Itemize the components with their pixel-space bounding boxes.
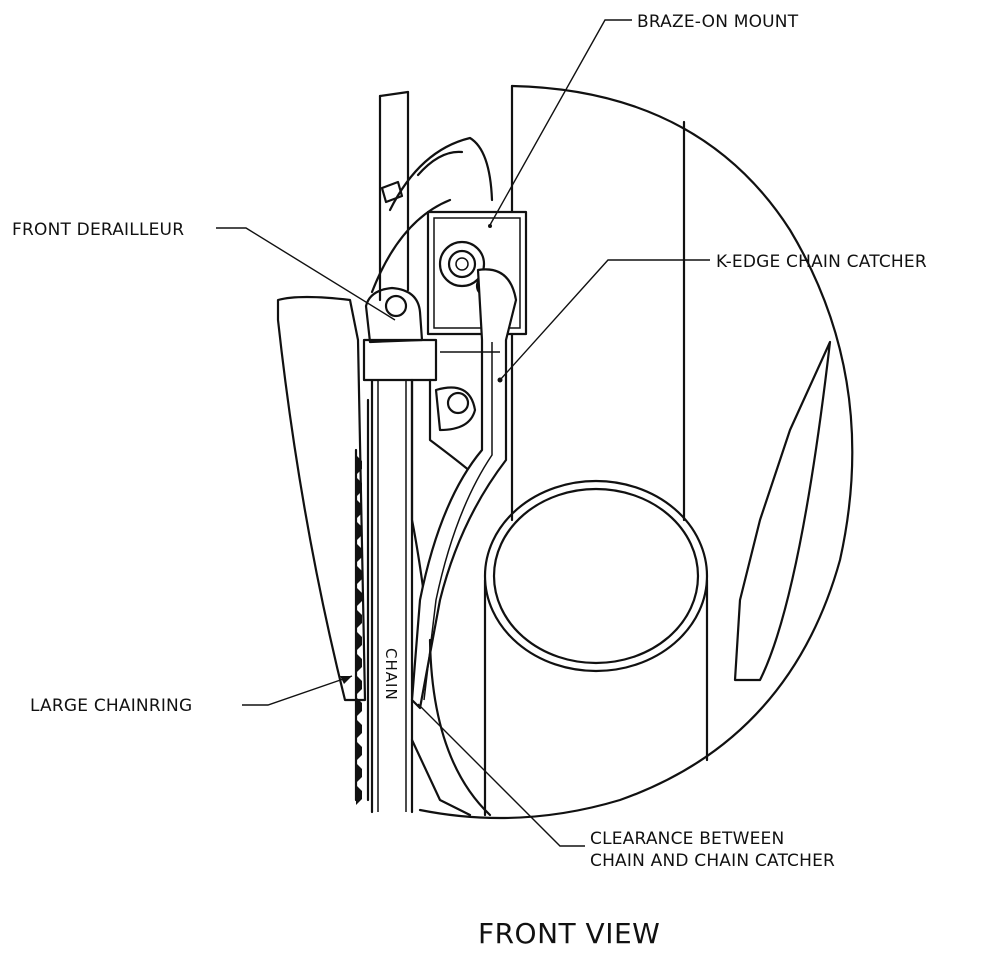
label-clearance-line2: CHAIN AND CHAIN CATCHER <box>590 851 835 871</box>
chainring-tooth <box>356 719 362 739</box>
chainring-tooth <box>356 741 362 761</box>
chainring-tooth <box>356 763 362 783</box>
label-k-edge-chain-catcher: K-EDGE CHAIN CATCHER <box>716 252 927 272</box>
label-clearance-line1: CLEARANCE BETWEEN <box>590 829 784 849</box>
chain-label: CHAIN <box>382 648 400 701</box>
lower-frame-curve <box>428 638 492 817</box>
tapered-panel-right <box>733 340 832 682</box>
label-front-derailleur: FRONT DERAILLEUR <box>12 220 184 240</box>
chainring-tooth <box>356 785 362 805</box>
chainring-tooth <box>356 499 362 519</box>
frame-left-tube <box>378 90 410 302</box>
front-derailleur <box>362 136 494 642</box>
seat-tube <box>510 84 686 522</box>
leader-clearance <box>417 703 585 847</box>
chainring-tooth <box>356 543 362 563</box>
down-tube <box>483 479 709 817</box>
k-edge-chain-catcher <box>410 268 518 710</box>
chainring-tooth <box>356 653 362 673</box>
chainring-tooth <box>356 631 362 651</box>
detail-circle-outline <box>418 84 854 820</box>
chainring-tooth <box>356 477 362 497</box>
leader-large-chainring <box>242 675 353 706</box>
chainring-tooth <box>356 455 362 475</box>
label-large-chainring: LARGE CHAINRING <box>30 696 192 716</box>
large-chainring <box>354 398 370 805</box>
chainring-tooth <box>356 675 362 695</box>
chainring-tooth <box>356 609 362 629</box>
label-braze-on-mount: BRAZE-ON MOUNT <box>637 12 799 32</box>
lower-frame-curve-2 <box>410 738 472 817</box>
chain <box>370 378 414 814</box>
chainring-tooth <box>356 697 362 717</box>
leader-dot-braze-on <box>488 224 492 228</box>
leader-front-derailleur <box>216 227 396 321</box>
chainring-tooth <box>356 565 362 585</box>
chainring-tooth <box>356 521 362 541</box>
leader-dot-k-edge <box>497 377 503 383</box>
drawing-title: FRONT VIEW <box>478 917 660 950</box>
chainring-tooth <box>356 587 362 607</box>
leader-k-edge <box>499 259 710 381</box>
chainring-guard-plate <box>276 295 367 702</box>
leader-braze-on-mount <box>489 19 632 226</box>
leader-arrow-chainring <box>340 676 352 684</box>
